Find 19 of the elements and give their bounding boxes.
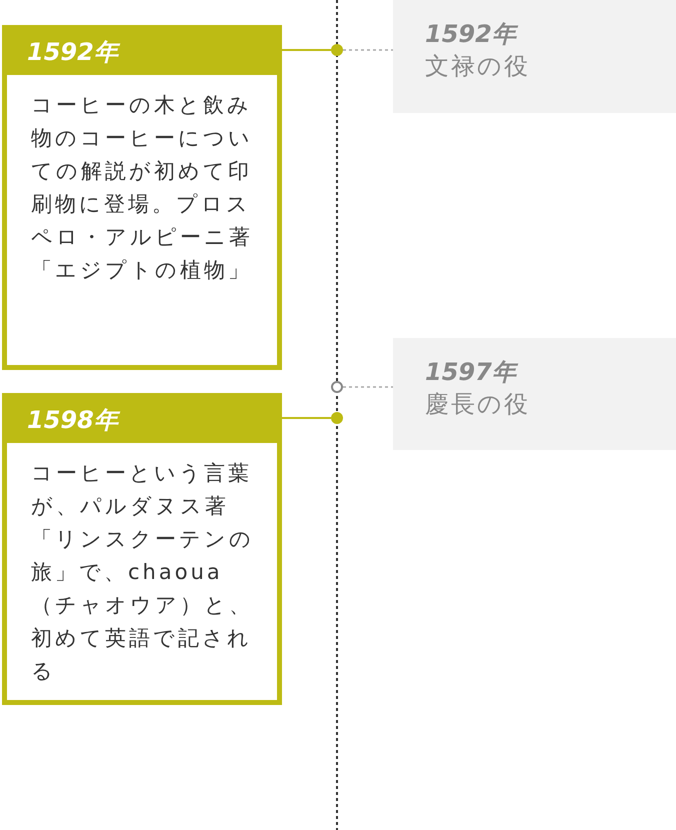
event-card (2, 393, 282, 705)
event-name: 慶長の役 (425, 389, 531, 420)
event-description: コーヒーの木と飲み物のコーヒーについての解説が初めて印刷物に登場。プロスペロ・アルピーニ著「エジプトの植物」 (30, 92, 254, 284)
connector-line (282, 49, 331, 51)
year-heading: 1592年 (7, 30, 277, 75)
timeline-circle (331, 381, 343, 393)
connector-line (343, 386, 393, 388)
year-heading: 1597年 (425, 356, 676, 388)
timeline-dot (331, 44, 343, 56)
event-card (2, 25, 282, 370)
connector-line (343, 49, 393, 51)
timeline-dot (331, 412, 343, 424)
event-box (393, 0, 676, 113)
event-description: コーヒーという言葉が、パルダヌス著「リンスクーテンの旅」で、chaoua（チャオウア）と、初めて英語で記される (30, 460, 255, 685)
event-name: 文禄の役 (425, 51, 531, 82)
year-heading: 1598年 (7, 398, 277, 443)
event-box (393, 338, 676, 450)
connector-line (282, 417, 331, 419)
year-heading: 1592年 (425, 18, 676, 50)
